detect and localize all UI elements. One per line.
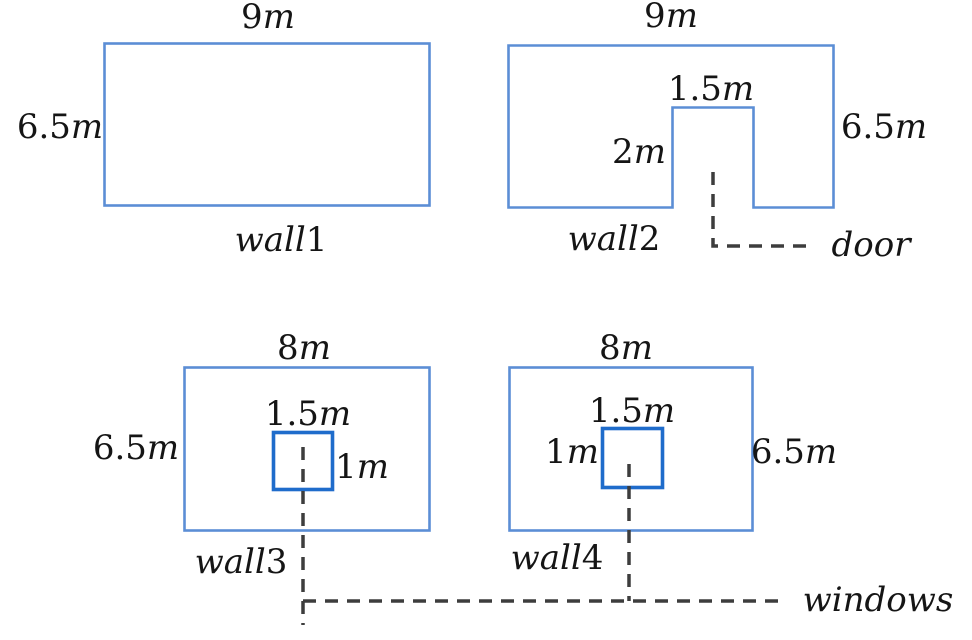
wall2-name-label: wall2 — [567, 219, 661, 259]
wall3-window-width-label: 1.5m — [264, 394, 352, 434]
wall1-width-label: 9m — [241, 0, 295, 37]
wall4-window-outline — [600, 426, 665, 490]
wall4-name-label: wall4 — [510, 538, 604, 578]
wall1-height-label: 6.5m — [16, 107, 104, 147]
wall2-door-width-label: 1.5m — [667, 69, 755, 109]
wall1-name-label: wall1 — [234, 220, 328, 260]
wall3-window-outline — [271, 430, 335, 492]
wall4-window-width-label: 1.5m — [588, 391, 676, 431]
wall2-height-label: 6.5m — [840, 107, 928, 147]
wall4-outline — [508, 366, 754, 532]
wall1-outline — [103, 42, 431, 207]
wall4-width-label: 8m — [599, 328, 653, 368]
door-leader-line — [711, 172, 812, 248]
wall2-door-height-label: 2m — [612, 132, 666, 172]
wall2-width-label: 9m — [644, 0, 698, 36]
wall3-window-height-label: 1m — [335, 447, 389, 487]
wall4-height-label: 6.5m — [750, 432, 838, 472]
door-annotation-label: door — [831, 225, 911, 265]
wall2-outline-with-door-opening — [507, 44, 835, 209]
wall3-outline — [183, 366, 431, 532]
wall3-name-label: wall3 — [194, 542, 288, 582]
wall4-window-height-label: 1m — [545, 432, 599, 472]
windows-annotation-label: windows — [802, 580, 954, 620]
wall3-width-label: 8m — [277, 328, 331, 368]
wall3-height-label: 6.5m — [92, 428, 180, 468]
